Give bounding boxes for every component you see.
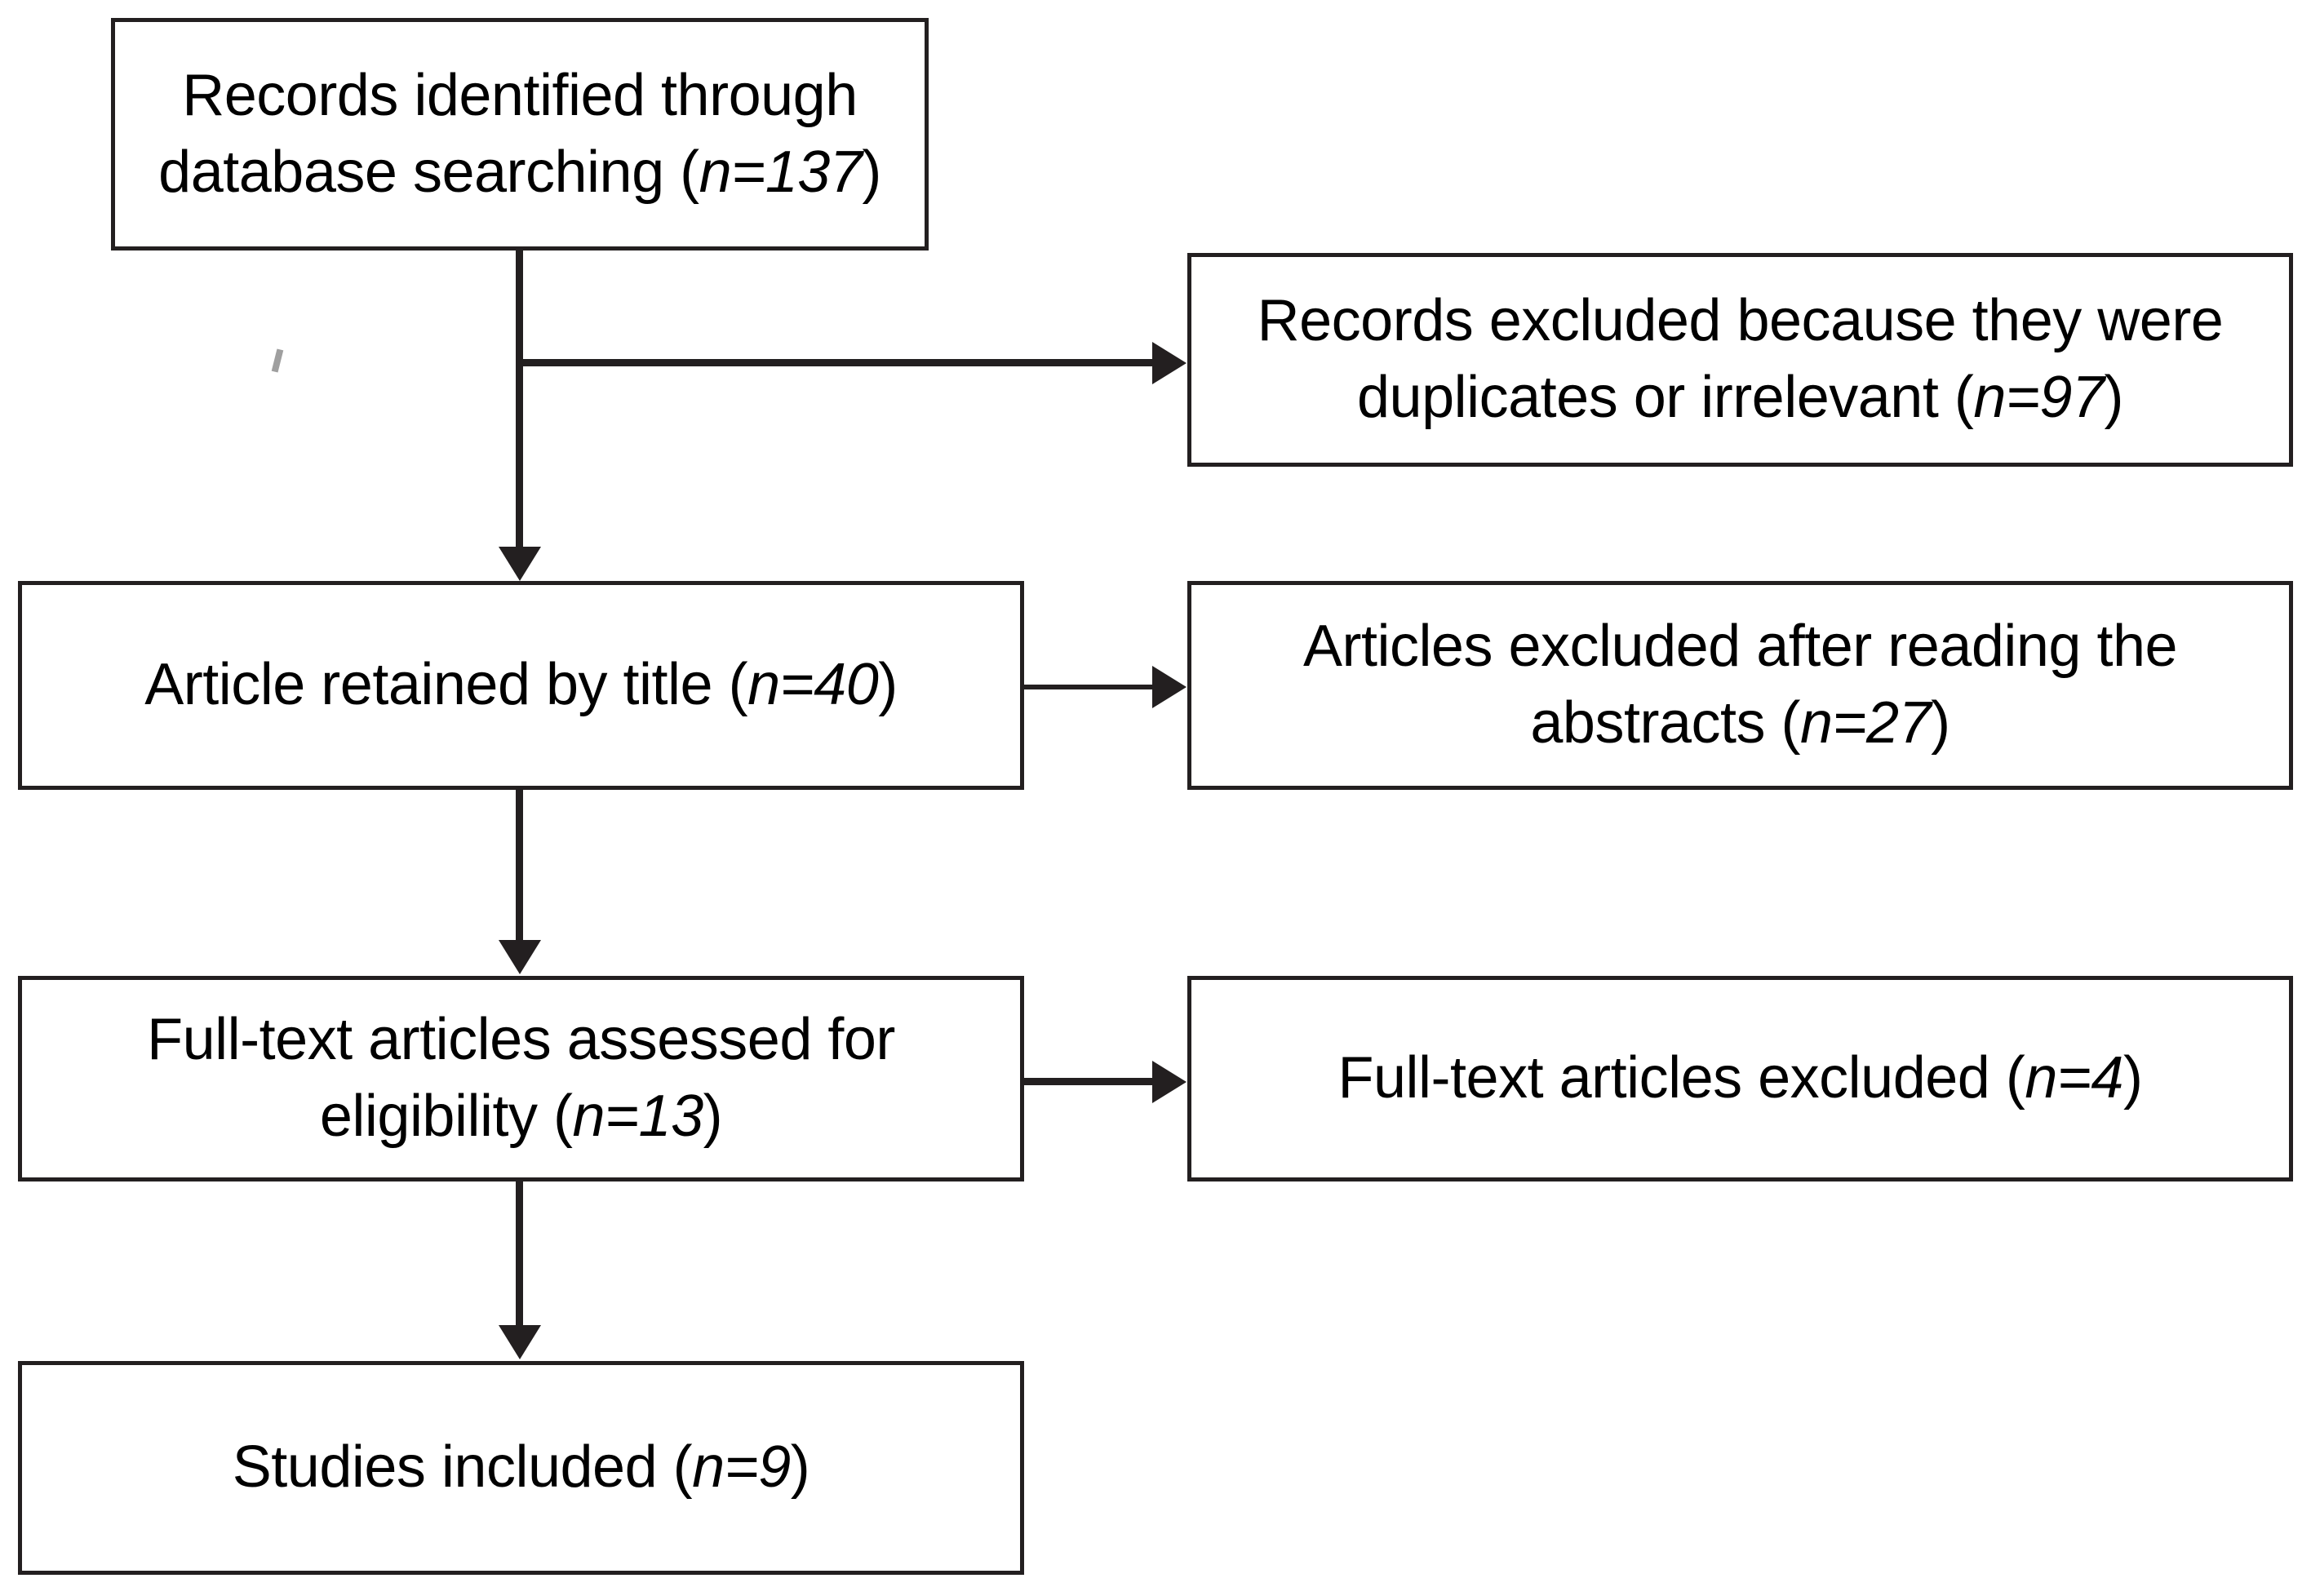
node-label: Studies included (n=9) [232, 1434, 810, 1501]
connector-identified-to-retained [516, 249, 523, 551]
node-articles-retained-by-title: Article retained by title (n=40) [18, 581, 1024, 790]
node-label: Article retained by title (n=40) [144, 652, 898, 718]
connector-fulltext-to-included [516, 1180, 523, 1327]
arrowhead-right-icon [1152, 342, 1187, 384]
arrowhead-down-icon [499, 1325, 541, 1359]
node-studies-included: Studies included (n=9) [18, 1361, 1024, 1575]
arrowhead-down-icon [499, 940, 541, 974]
connector-fulltext-to-fulltext-excluded [1022, 1078, 1165, 1085]
arrowhead-right-icon [1152, 666, 1187, 708]
arrowhead-right-icon [1152, 1061, 1187, 1103]
node-fulltext-articles-excluded: Full-text articles excluded (n=4) [1187, 976, 2293, 1181]
scan-artifact-mark [271, 348, 284, 373]
connector-identified-to-excluded-duplicates [519, 359, 1164, 366]
connector-retained-to-fulltext [516, 788, 523, 942]
arrowhead-down-icon [499, 547, 541, 581]
node-label: Full-text articles excluded (n=4) [1337, 1045, 2143, 1111]
connector-retained-to-excluded-abstracts [1022, 685, 1165, 689]
